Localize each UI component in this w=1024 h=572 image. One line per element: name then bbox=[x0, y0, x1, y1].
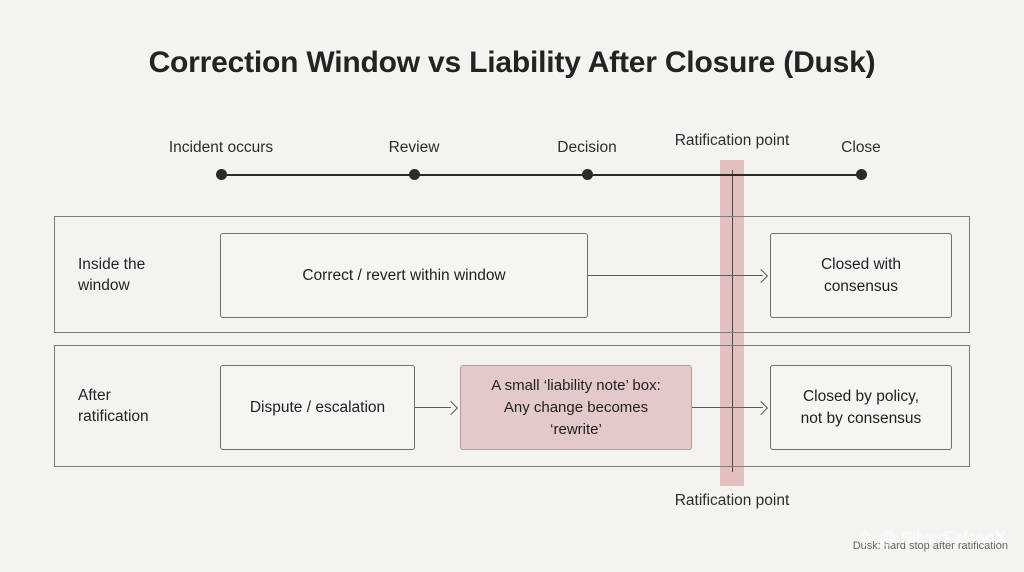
node-label-line-1: Closed with bbox=[820, 255, 902, 273]
footer-note: Dusk: hard stop after ratification bbox=[852, 540, 1008, 552]
row-label-line-2: window bbox=[78, 277, 130, 294]
row-inside-the-window bbox=[54, 216, 970, 333]
timeline-label-ratification-point: Ratification point bbox=[674, 132, 790, 149]
row-label-after-ratification: After ratification bbox=[78, 385, 228, 427]
timeline-label-decision: Decision bbox=[557, 139, 617, 156]
node-label: Dispute / escalation bbox=[249, 398, 386, 416]
ratification-line bbox=[732, 170, 734, 472]
row-label-line-2: ratification bbox=[78, 408, 149, 425]
connector-inside-to-closed bbox=[588, 275, 763, 276]
row-label-line-1: After bbox=[78, 387, 111, 404]
node-closed-by-policy[interactable]: Closed by policy, not by consensus bbox=[770, 365, 952, 450]
node-label-line-2: Any change becomes bbox=[503, 398, 649, 416]
timeline-dot-decision bbox=[582, 169, 593, 180]
timeline-dot-close bbox=[856, 169, 867, 180]
row-after-ratification bbox=[54, 345, 970, 467]
page-title: Correction Window vs Liability After Clo… bbox=[148, 46, 876, 79]
node-label-line-1: A small ‘liability note’ box: bbox=[491, 376, 661, 394]
connector-dispute-to-liability bbox=[415, 407, 451, 408]
node-label: Correct / revert within window bbox=[302, 266, 506, 284]
node-dispute-escalation[interactable]: Dispute / escalation bbox=[220, 365, 415, 450]
node-label-line-1: Closed by policy, bbox=[802, 387, 919, 405]
bottom-caption-ratification-point: Ratification point bbox=[674, 492, 790, 509]
timeline-dot-review bbox=[409, 169, 420, 180]
node-label-line-2: consensus bbox=[823, 277, 899, 295]
node-correct-revert-within-window[interactable]: Correct / revert within window bbox=[220, 233, 588, 318]
node-closed-with-consensus[interactable]: Closed with consensus bbox=[770, 233, 952, 318]
timeline-label-close: Close bbox=[841, 139, 881, 156]
node-label-line-2: not by consensus bbox=[800, 409, 922, 427]
node-liability-note[interactable]: A small ‘liability note’ box: Any change… bbox=[460, 365, 692, 450]
row-label-line-1: Inside the bbox=[78, 256, 146, 273]
node-label-line-3: ‘rewrite’ bbox=[550, 420, 602, 438]
connector-liability-to-closed-by-policy bbox=[692, 407, 763, 408]
timeline-label-review: Review bbox=[388, 139, 440, 156]
row-label-inside-the-window: Inside the window bbox=[78, 254, 228, 296]
timeline-label-incident-occurs: Incident occurs bbox=[168, 139, 274, 156]
timeline-dot-incident-occurs bbox=[216, 169, 227, 180]
timeline-axis bbox=[221, 174, 861, 176]
